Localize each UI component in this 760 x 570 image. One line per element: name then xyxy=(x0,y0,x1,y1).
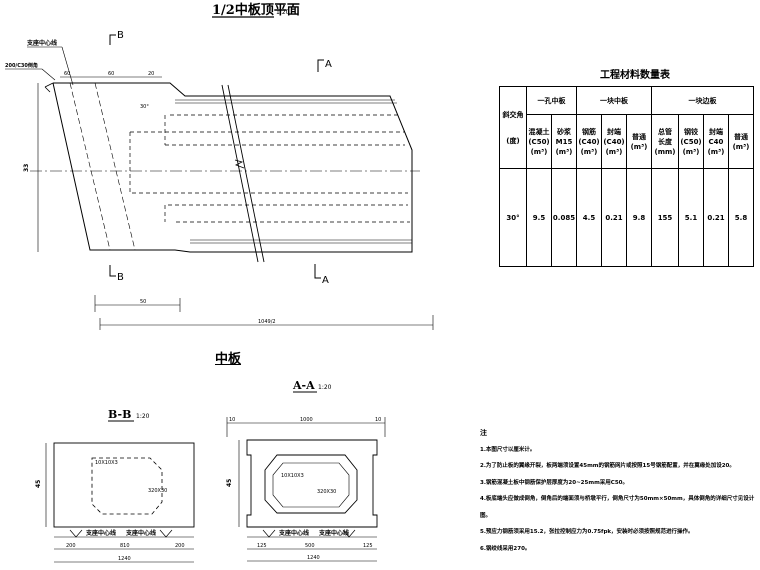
section-bb-label-1: 10X10X3 xyxy=(95,460,118,466)
section-aa-dim-1: 125 xyxy=(257,543,267,549)
section-aa-label-2: 320X30 xyxy=(317,489,336,495)
section-aa-dim-top-3: 10 xyxy=(375,417,381,423)
section-bb-total: 1240 xyxy=(118,556,131,562)
table-col: 普通(m³) xyxy=(728,114,754,169)
section-bb-support-1: 支座中心线 xyxy=(85,529,116,537)
middle-slab-title: 中板 xyxy=(215,352,242,367)
plan-view: 1/2中板顶平面 1:20 B A B A 支座中心线 200/C30倒角 60… xyxy=(5,2,434,330)
plan-scale: 1:20 xyxy=(276,9,290,16)
table-cell: 5.8 xyxy=(728,168,754,267)
section-aa-support-2: 支座中心线 xyxy=(318,529,349,537)
support-centerline-label: 支座中心线 xyxy=(26,39,57,47)
section-bb-left-dim: 45 xyxy=(35,480,42,488)
table-cell: 5.1 xyxy=(678,168,704,267)
table-group-2: 一块中板 xyxy=(576,86,652,115)
note-item: 5.预应力钢筋须采用15.2，张拉控制应力为0.75fpk，安装时必须按照规范进… xyxy=(480,529,694,535)
plan-dim-1: 60 xyxy=(64,71,70,77)
section-mark-b-bottom: B xyxy=(117,272,124,283)
section-bb-scale: 1:20 xyxy=(136,413,150,420)
plan-dim-2: 60 xyxy=(108,71,114,77)
section-aa-dim-2: 500 xyxy=(305,543,315,549)
plan-dim-3: 20 xyxy=(148,71,154,77)
plan-angle: 30° xyxy=(140,104,149,110)
plan-title: 1/2中板顶平面 xyxy=(212,2,300,18)
section-mark-a-bottom: A xyxy=(322,275,329,286)
section-aa-scale: 1:20 xyxy=(318,384,332,391)
plan-dim-bottom-2: 1049/2 xyxy=(258,319,276,325)
table-cell: 30° xyxy=(499,168,527,267)
table-cell: 4.5 xyxy=(576,168,602,267)
section-aa-title: A-A xyxy=(292,379,315,392)
section-bb-dim-2: 810 xyxy=(120,543,130,549)
plan-dim-left: 33 xyxy=(23,164,30,172)
section-bb-title: B-B xyxy=(108,408,131,421)
table-cell: 155 xyxy=(651,168,679,267)
section-aa-total: 1240 xyxy=(307,555,320,561)
section-mark-b-top: B xyxy=(117,30,124,41)
note-item: 3.钢筋混凝土板中钢筋保护层厚度为20~25mm采用C50。 xyxy=(480,479,628,486)
section-bb-support-2: 支座中心线 xyxy=(125,529,156,537)
section-bb: B-B 1:20 45 10X10X3 320X30 支座中心线 支座中心线 2… xyxy=(35,408,195,563)
notes-title: 注 xyxy=(480,429,487,437)
table-cell: 0.085 xyxy=(551,168,577,267)
table-cell: 0.21 xyxy=(601,168,627,267)
section-bb-dim-3: 200 xyxy=(175,543,185,549)
plan-dim-bottom-1: 50 xyxy=(140,299,146,305)
section-mark-a-top: A xyxy=(325,59,332,70)
note-item: 1.本图尺寸以厘米计。 xyxy=(480,446,536,453)
section-bb-label-2: 320X30 xyxy=(148,488,167,494)
table-title: 工程材料数量表 xyxy=(600,70,670,81)
table-col: 混凝土(C50)(m³) xyxy=(526,114,552,169)
slab-outline xyxy=(30,82,420,263)
section-aa-dim-top-2: 1000 xyxy=(300,417,313,423)
section-aa-support-1: 支座中心线 xyxy=(278,529,309,537)
section-bb-dim-1: 200 xyxy=(66,543,76,549)
note-item: 4.板底端头应做成倒角，倒角后的端面须与桥墩平行，倒角尺寸为50mm×50mm，… xyxy=(480,496,755,519)
table-group-3: 一块边板 xyxy=(651,86,754,115)
table-cell: 9.8 xyxy=(626,168,652,267)
note-item: 6.钢绞线采用270。 xyxy=(480,545,531,552)
section-aa-label-1: 10X10X3 xyxy=(281,473,304,479)
table-cell: 0.21 xyxy=(703,168,729,267)
table-cell: 9.5 xyxy=(526,168,552,267)
table-row-header: 斜交角(度) xyxy=(499,86,527,169)
section-aa-dim-3: 125 xyxy=(363,543,373,549)
table-col: 总管长度(mm) xyxy=(651,114,679,169)
section-aa: A-A 1:20 10 1000 10 45 10X10X3 320X30 支座… xyxy=(226,379,386,562)
notes: 注 1.本图尺寸以厘米计。 2.为了防止板的翼缘开裂，板两端须设置45mm的钢筋… xyxy=(480,425,760,557)
note-item: 2.为了防止板的翼缘开裂，板两端须设置45mm的钢筋网片或按照15号钢筋配置，并… xyxy=(480,463,735,469)
section-aa-left-dim: 45 xyxy=(226,479,233,487)
table-col: 钢铰(C50)(m³) xyxy=(678,114,704,169)
bevel-label: 200/C30倒角 xyxy=(5,62,38,69)
table-col: 封端(C40)(m³) xyxy=(601,114,627,169)
section-aa-dim-top-1: 10 xyxy=(229,417,235,423)
table-group-1: 一孔中板 xyxy=(526,86,577,115)
table-col: 钢筋(C40)(m³) xyxy=(576,114,602,169)
table-col: 普通(m³) xyxy=(626,114,652,169)
